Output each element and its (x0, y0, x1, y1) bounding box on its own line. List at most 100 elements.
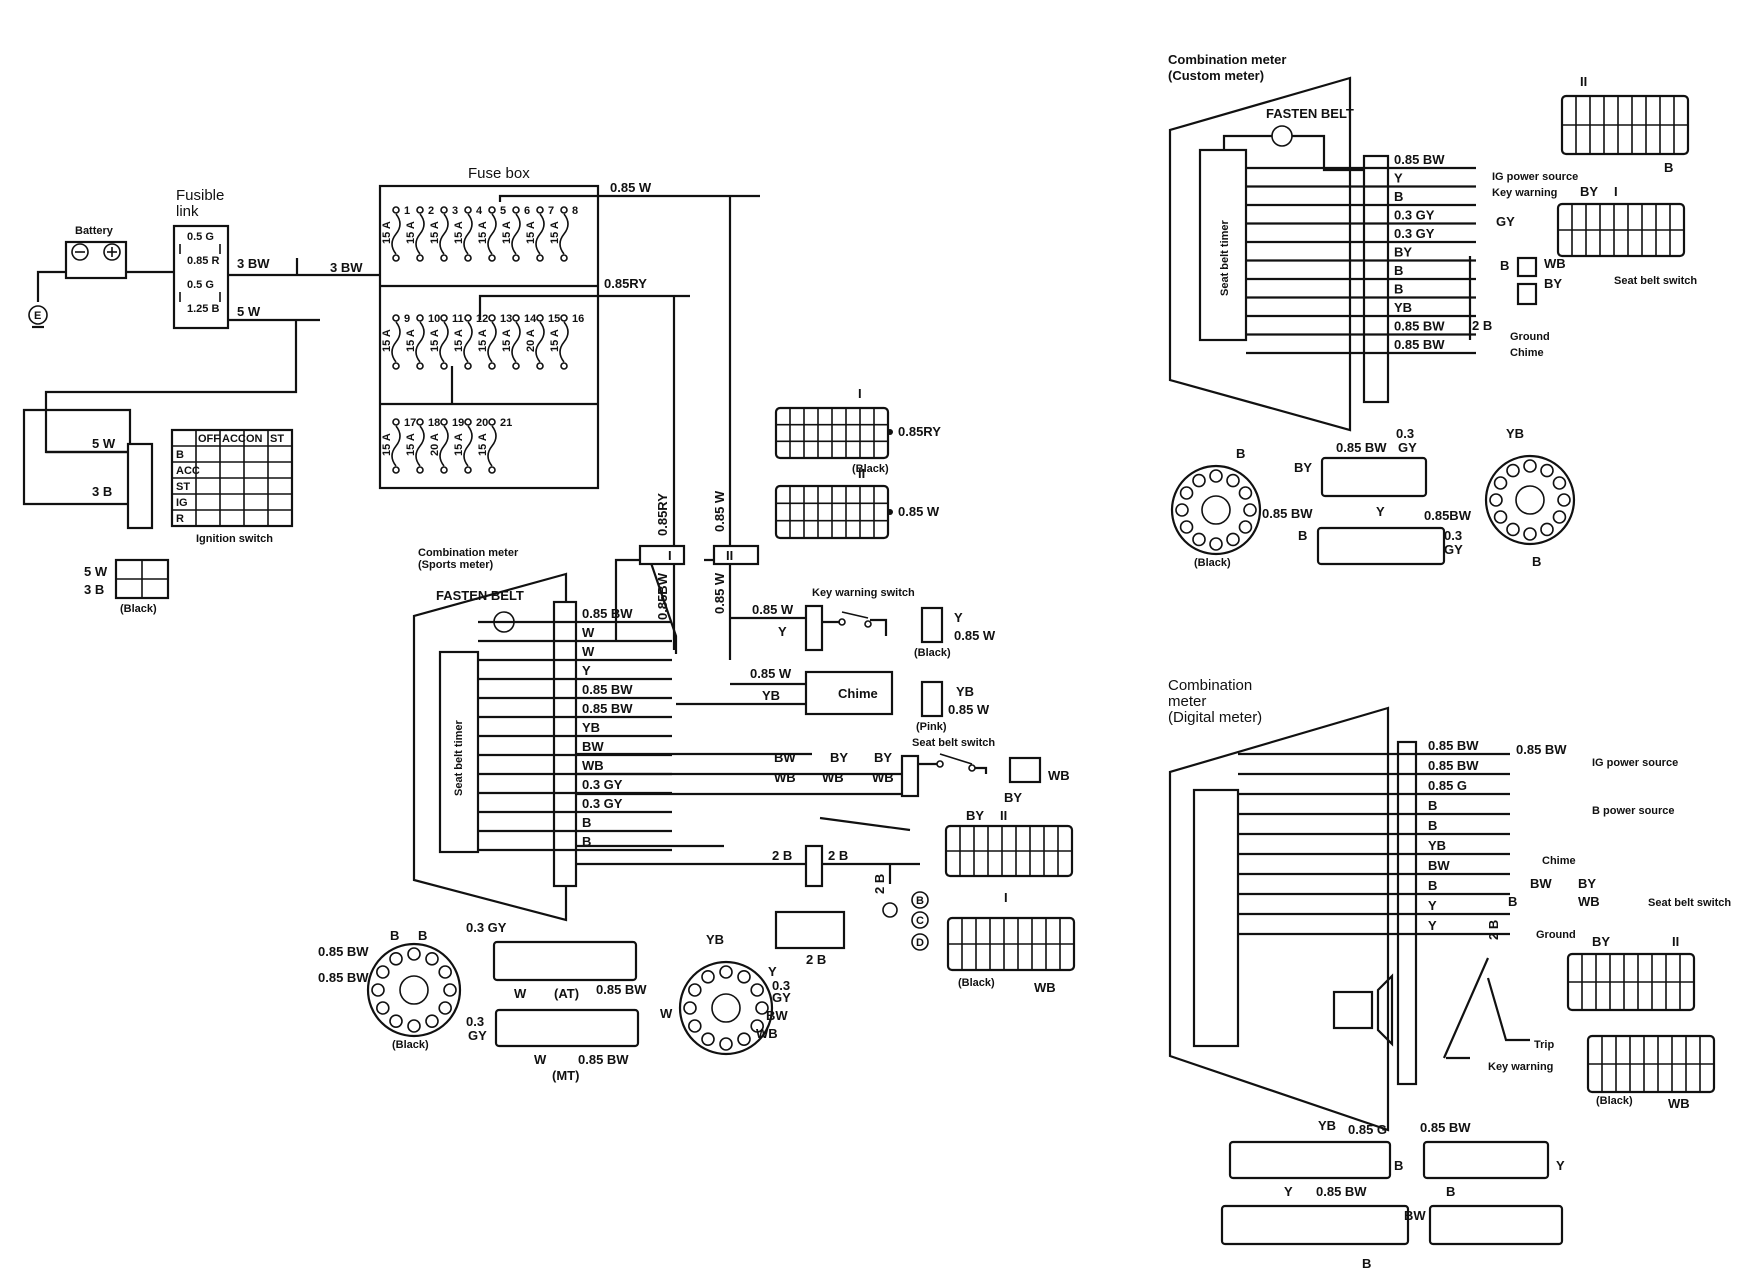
pin (1506, 522, 1520, 537)
label: YB (1394, 300, 1412, 315)
label: 15 A (453, 433, 465, 456)
fuse-terminal (416, 206, 424, 214)
svg-text:0.85 BW: 0.85 BW (318, 944, 369, 959)
pin (389, 952, 403, 966)
svg-text:BY: BY (1592, 934, 1610, 949)
fuse-element (559, 321, 569, 363)
pin (1493, 510, 1508, 524)
fuse-element (487, 425, 497, 467)
svg-text:(Black): (Black) (1596, 1095, 1633, 1107)
fuse-element (463, 213, 473, 255)
svg-text:Key warning switch: Key warning switch (812, 587, 915, 599)
label: 9 (404, 313, 410, 325)
battery: Battery E (28, 225, 175, 329)
svg-text:1.25 B: 1.25 B (187, 303, 219, 315)
label: 0.85 BW (1394, 337, 1445, 352)
label: 3 (452, 205, 458, 217)
svg-text:I: I (1614, 184, 1618, 199)
pin (407, 1019, 421, 1033)
svg-text:2 B: 2 B (828, 848, 848, 863)
label: ST (270, 433, 284, 445)
connector-I-black: I 0.85RY (Black) (774, 386, 941, 475)
fuse-terminal (536, 362, 544, 370)
svg-text:Y: Y (1284, 1184, 1293, 1199)
label: 20 A (525, 329, 537, 352)
label: B (1428, 818, 1437, 833)
svg-text:W: W (514, 986, 527, 1001)
label: WB (582, 758, 604, 773)
label: B (176, 449, 184, 461)
pin (389, 1014, 403, 1028)
svg-text:0.85 BW: 0.85 BW (1420, 1120, 1471, 1135)
pin (1557, 493, 1571, 507)
label: 14 (524, 313, 537, 325)
svg-text:3 BW: 3 BW (330, 260, 363, 275)
svg-text:2 B: 2 B (1486, 920, 1501, 940)
svg-text:Y: Y (954, 610, 963, 625)
ignition-switch-label: Ignition switch (196, 533, 273, 545)
connector-I-mid: I (Black) WB (946, 890, 1076, 995)
svg-text:FASTEN BELT: FASTEN BELT (436, 588, 524, 603)
svg-text:0.85 BW: 0.85 BW (1316, 1184, 1367, 1199)
label: ACC (176, 465, 200, 477)
pin (1209, 537, 1223, 551)
svg-text:0.85 BW: 0.85 BW (578, 1052, 629, 1067)
pin (1489, 493, 1503, 507)
svg-text:GY: GY (1496, 214, 1515, 229)
label: YB (1428, 838, 1446, 853)
svg-text:Chime: Chime (838, 686, 878, 701)
svg-text:0.85 BW: 0.85 BW (596, 982, 647, 997)
label: 19 (452, 417, 464, 429)
svg-text:Key warning: Key warning (1492, 187, 1557, 199)
svg-text:5 W: 5 W (92, 436, 116, 451)
svg-text:I: I (668, 548, 672, 563)
svg-text:BY: BY (1294, 460, 1312, 475)
fuse-terminal (512, 206, 520, 214)
label: 15 A (405, 329, 417, 352)
pin (1175, 503, 1189, 517)
fuse-terminal (416, 314, 424, 322)
pin (1552, 510, 1567, 524)
label: 17 (404, 417, 416, 429)
svg-text:(Custom meter): (Custom meter) (1168, 68, 1264, 83)
connector-II: II 0.85 W (774, 466, 940, 540)
fuse-element (439, 425, 449, 467)
pin (1540, 522, 1554, 537)
label: B (1394, 282, 1403, 297)
fuse-element (391, 425, 401, 467)
fuse-terminal (536, 314, 544, 322)
fuse-element (535, 213, 545, 255)
svg-text:Ground: Ground (1510, 331, 1550, 343)
fuse-terminal (392, 314, 400, 322)
pin (719, 1037, 733, 1051)
svg-text:BY: BY (874, 750, 892, 765)
label: 21 (500, 417, 512, 429)
label: B (1428, 798, 1437, 813)
svg-text:II: II (1000, 808, 1007, 823)
fuse-element (559, 213, 569, 255)
svg-text:Y: Y (768, 964, 777, 979)
svg-text:0.3: 0.3 (1444, 528, 1462, 543)
svg-text:YB: YB (1506, 426, 1524, 441)
svg-text:3 B: 3 B (84, 582, 104, 597)
label: 15 A (429, 221, 441, 244)
svg-text:0.85 W: 0.85 W (752, 602, 794, 617)
fuse-terminal (488, 362, 496, 370)
svg-text:(Digital meter): (Digital meter) (1168, 709, 1262, 726)
svg-text:GY: GY (1444, 542, 1463, 557)
fuse-element (439, 321, 449, 363)
svg-text:BY: BY (830, 750, 848, 765)
svg-text:0.85 W: 0.85 W (898, 504, 940, 519)
fuse-terminal (416, 254, 424, 262)
label: 0.85 BW (582, 701, 633, 716)
label: 4 (476, 205, 483, 217)
label: 15 A (477, 221, 489, 244)
fuse-element (415, 321, 425, 363)
svg-text:W: W (534, 1052, 547, 1067)
svg-text:0.3: 0.3 (772, 978, 790, 993)
label: 15 A (453, 221, 465, 244)
label: 15 A (405, 433, 417, 456)
label: 15 A (477, 329, 489, 352)
label: 0.3 GY (1394, 208, 1435, 223)
svg-text:0.85 W: 0.85 W (948, 702, 990, 717)
